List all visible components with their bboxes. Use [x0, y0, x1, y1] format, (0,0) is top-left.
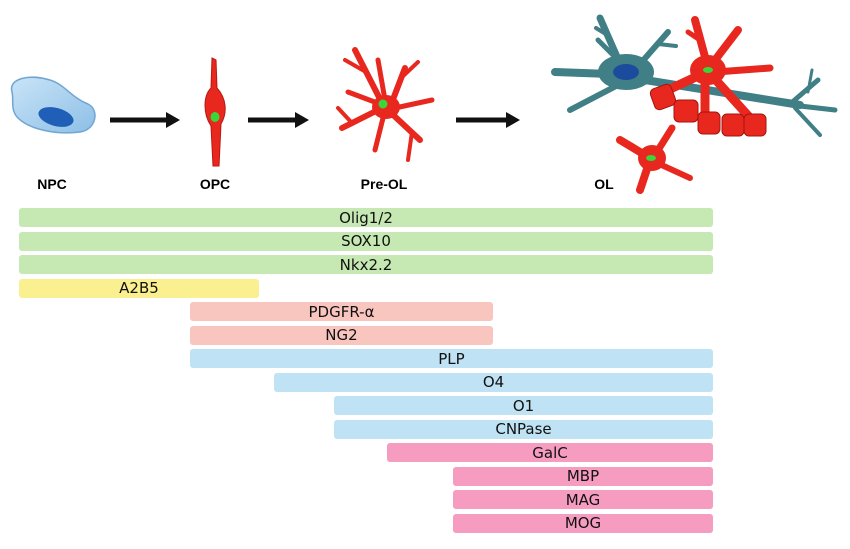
marker-label: SOX10 — [341, 232, 391, 250]
opc-cell — [204, 57, 226, 167]
opc-nucleus — [210, 112, 220, 122]
npc-cell — [10, 76, 96, 134]
marker-bar-galc: GalC — [387, 443, 713, 462]
marker-bar-cnpase: CNPase — [334, 419, 713, 439]
marker-label: MAG — [565, 490, 601, 509]
marker-label: CNPase — [495, 420, 552, 438]
myelin-sheaths — [649, 83, 767, 137]
marker-bar-pdgfr-: PDGFR-α — [190, 302, 493, 321]
ol-cell — [616, 16, 774, 194]
marker-bar-mag: MAG — [453, 490, 713, 509]
marker-label: NG2 — [325, 326, 358, 344]
arrow-npc-opc — [110, 112, 180, 128]
marker-label: PLP — [438, 349, 465, 368]
marker-bar-o1: O1 — [334, 396, 713, 415]
marker-label: MOG — [564, 514, 602, 532]
marker-label: PDGFR-α — [308, 302, 375, 321]
marker-label: O1 — [512, 396, 535, 415]
marker-bar-o4: O4 — [274, 372, 713, 392]
pre-ol-cell — [336, 47, 435, 162]
marker-label: Olig1/2 — [339, 208, 393, 227]
marker-bar-nkx2-2: Nkx2.2 — [19, 255, 713, 274]
neuron-nucleus — [613, 64, 639, 80]
marker-bar-a2b5: A2B5 — [19, 278, 259, 298]
marker-bar-plp: PLP — [190, 349, 713, 368]
marker-bar-mbp: MBP — [453, 466, 713, 486]
marker-label: O4 — [482, 373, 505, 391]
stage-label-npc: NPC — [37, 176, 67, 192]
marker-bar-mog: MOG — [453, 513, 713, 533]
stage-label-pre-ol: Pre-OL — [360, 176, 408, 192]
marker-bar-olig1-2: Olig1/2 — [19, 208, 713, 227]
stage-label-ol: OL — [594, 176, 614, 192]
marker-label: A2B5 — [119, 279, 159, 297]
marker-bar-sox10: SOX10 — [19, 231, 713, 251]
stage-label-opc: OPC — [199, 176, 231, 192]
cell-illustrations — [10, 14, 838, 194]
ol-nucleus-2 — [646, 155, 656, 161]
marker-label: Nkx2.2 — [339, 255, 393, 274]
arrow-preol-ol — [456, 112, 520, 128]
marker-label: GalC — [532, 443, 568, 462]
ol-nucleus — [703, 67, 713, 73]
marker-bar-ng2: NG2 — [190, 325, 493, 345]
arrow-opc-preol — [248, 112, 309, 128]
pre-ol-nucleus — [378, 99, 388, 109]
marker-label: MBP — [566, 467, 600, 485]
npc-nucleus — [38, 107, 74, 127]
